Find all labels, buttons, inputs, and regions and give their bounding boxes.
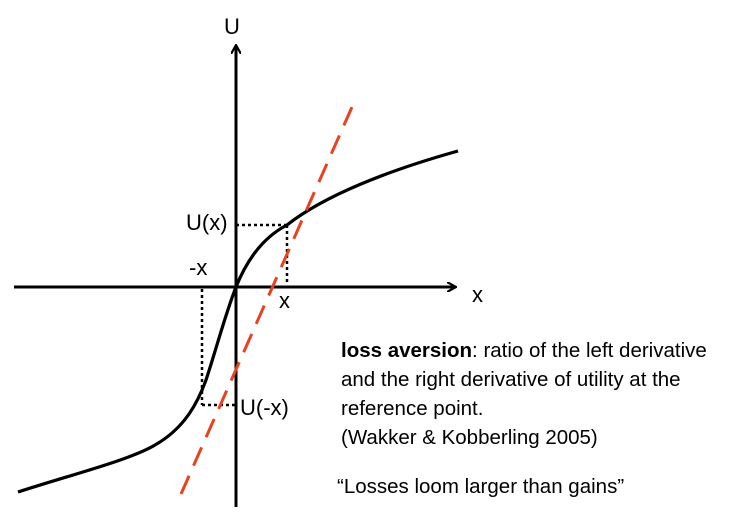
ux-label: U(x)	[186, 210, 228, 235]
tick-x-label: x	[279, 288, 290, 313]
caption-term: loss aversion	[341, 339, 473, 362]
quote-text: “Losses loom larger than gains”	[337, 475, 625, 498]
y-axis-label: U	[224, 14, 240, 39]
caption-definition: : ratio of the left derivative and the r…	[341, 339, 707, 420]
x-axis-label: x	[472, 282, 483, 307]
caption-citation: (Wakker & Kobberling 2005)	[341, 426, 598, 449]
u-neg-x-label: U(-x)	[240, 395, 289, 420]
utility-curve	[17, 149, 459, 494]
loss-aversion-caption: loss aversion: ratio of the left derivat…	[341, 336, 736, 452]
tangent-line	[179, 106, 354, 495]
tick-neg-x-label: -x	[189, 255, 207, 280]
